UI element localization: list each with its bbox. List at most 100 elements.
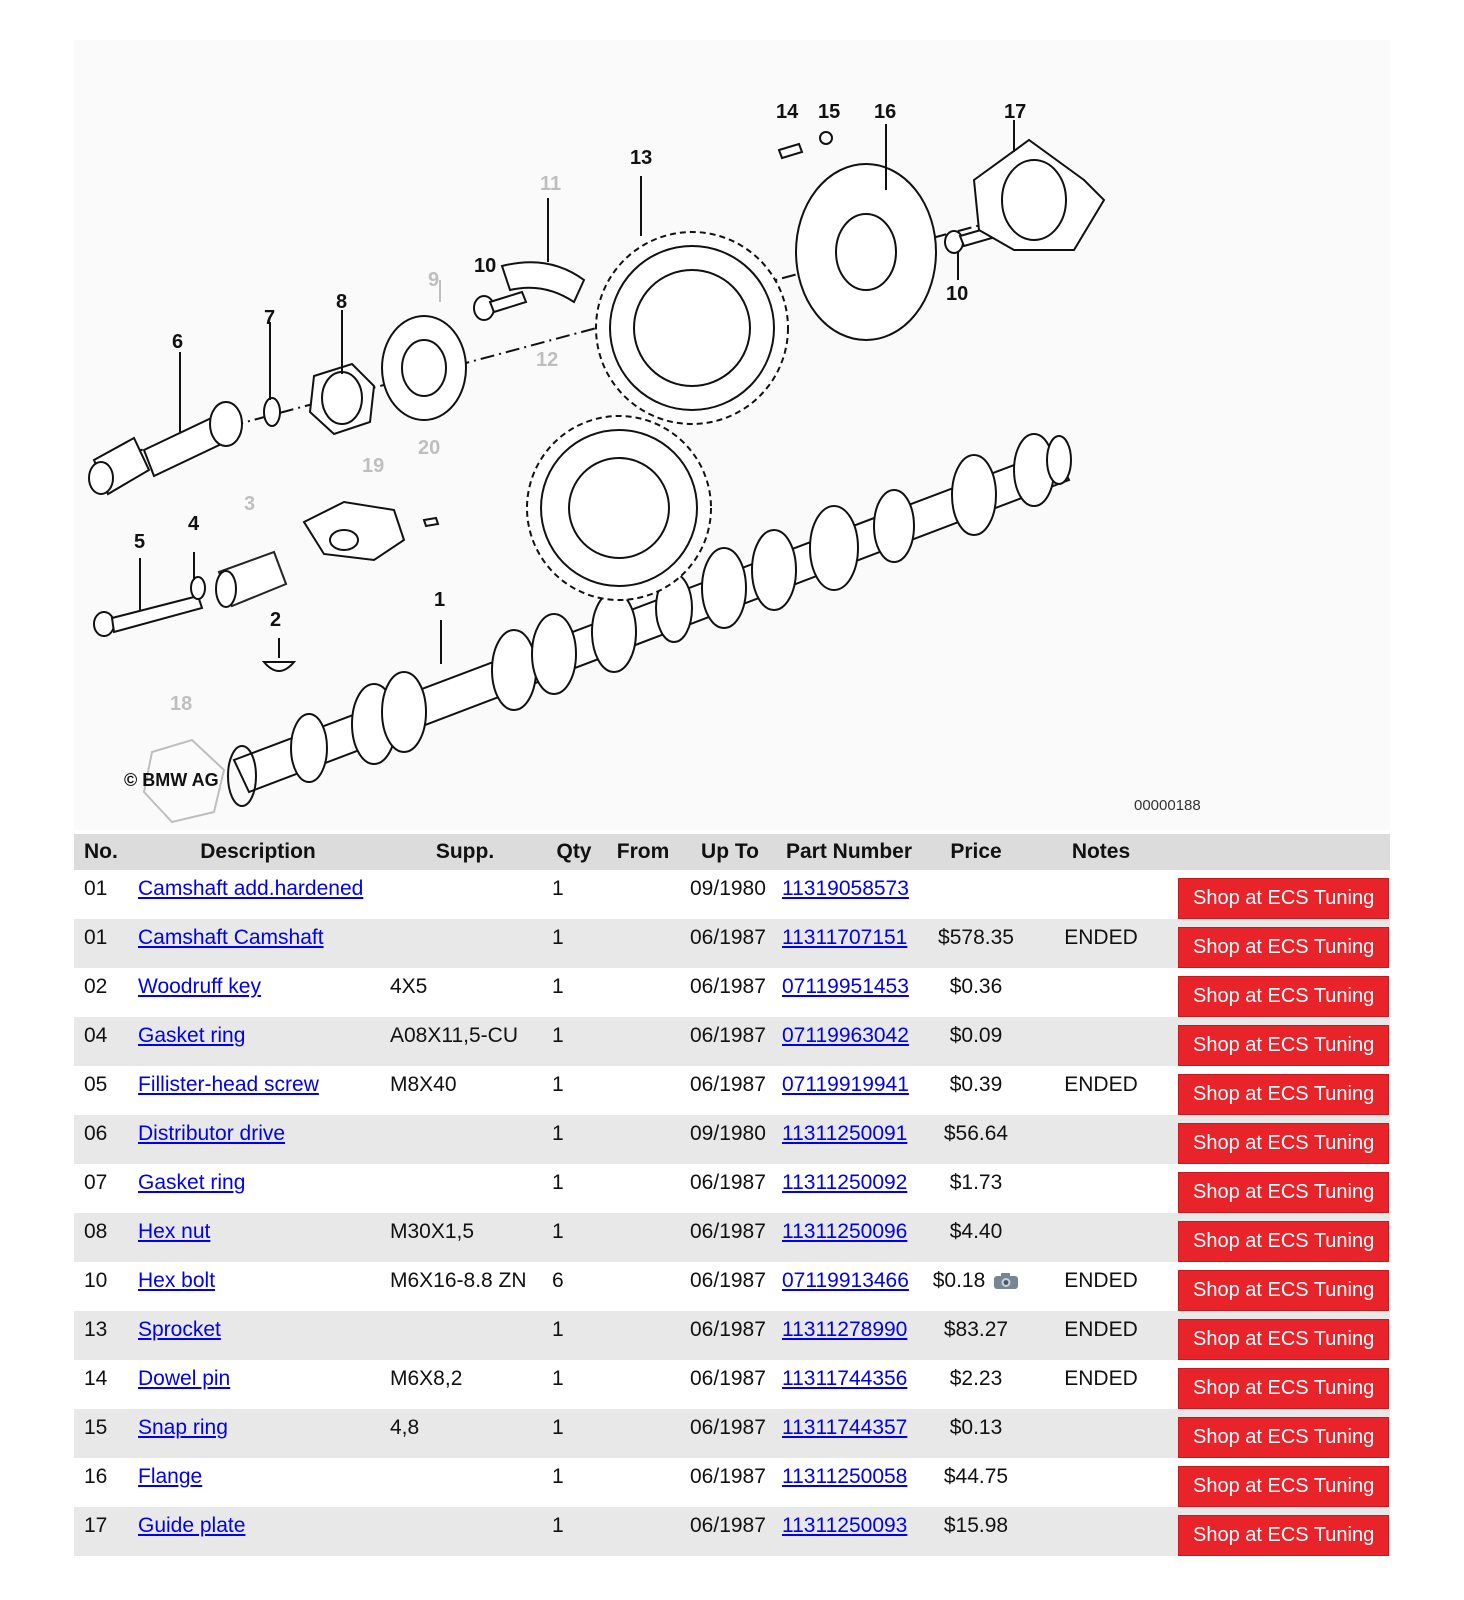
cell-shop: Shop at ECS Tuning <box>1172 1458 1390 1507</box>
part-number-link[interactable]: 11311744356 <box>782 1367 908 1390</box>
cell-supp <box>384 1311 546 1360</box>
cell-qty: 1 <box>546 1458 602 1507</box>
svg-text:12: 12 <box>536 349 558 371</box>
svg-text:8: 8 <box>336 291 347 313</box>
header-notes: Notes <box>1030 834 1172 870</box>
part-number-link[interactable]: 11311250058 <box>782 1465 908 1488</box>
cell-description: Gasket ring <box>132 1164 384 1213</box>
price-value: $578.35 <box>938 926 1014 949</box>
svg-text:14: 14 <box>776 101 799 123</box>
cell-upto: 06/1987 <box>684 919 776 968</box>
cell-shop: Shop at ECS Tuning <box>1172 1507 1390 1556</box>
description-link[interactable]: Gasket ring <box>138 1024 246 1047</box>
shop-ecs-button[interactable]: Shop at ECS Tuning <box>1178 1466 1390 1507</box>
header-supp: Supp. <box>384 834 546 870</box>
shop-ecs-button[interactable]: Shop at ECS Tuning <box>1178 1319 1390 1360</box>
part-number-link[interactable]: 11311250096 <box>782 1220 908 1243</box>
part-number-link[interactable]: 11311250091 <box>782 1122 908 1145</box>
cell-shop: Shop at ECS Tuning <box>1172 1360 1390 1409</box>
part-number-link[interactable]: 11311250093 <box>782 1514 908 1537</box>
part-number-link[interactable]: 07119913466 <box>782 1269 909 1292</box>
part-number-link[interactable]: 07119951453 <box>782 975 909 998</box>
svg-text:2: 2 <box>270 609 281 631</box>
cell-description: Camshaft add.hardened <box>132 870 384 919</box>
shop-ecs-button[interactable]: Shop at ECS Tuning <box>1178 976 1390 1017</box>
cell-from <box>602 968 684 1017</box>
price-value: $2.23 <box>949 1367 1003 1390</box>
cell-notes: ENDED <box>1030 919 1172 968</box>
cell-description: Gasket ring <box>132 1017 384 1066</box>
svg-text:10: 10 <box>474 255 496 277</box>
shop-ecs-button[interactable]: Shop at ECS Tuning <box>1178 1270 1390 1311</box>
part-number-link[interactable]: 07119919941 <box>782 1073 909 1096</box>
cell-part-number: 11311250093 <box>776 1507 922 1556</box>
price-value: $56.64 <box>943 1122 1009 1145</box>
shop-ecs-button[interactable]: Shop at ECS Tuning <box>1178 1172 1390 1213</box>
cell-upto: 06/1987 <box>684 1311 776 1360</box>
cell-from <box>602 1164 684 1213</box>
cell-qty: 1 <box>546 1409 602 1458</box>
description-link[interactable]: Camshaft Camshaft <box>138 926 324 949</box>
shop-ecs-button[interactable]: Shop at ECS Tuning <box>1178 927 1390 968</box>
part-number-link[interactable]: 11319058573 <box>782 877 909 900</box>
header-part-number: Part Number <box>776 834 922 870</box>
cell-shop: Shop at ECS Tuning <box>1172 1262 1390 1311</box>
cell-qty: 1 <box>546 1360 602 1409</box>
cell-qty: 1 <box>546 1115 602 1164</box>
cell-upto: 06/1987 <box>684 1017 776 1066</box>
cell-from <box>602 1409 684 1458</box>
shop-ecs-button[interactable]: Shop at ECS Tuning <box>1178 1368 1390 1409</box>
svg-text:9: 9 <box>428 269 439 291</box>
description-link[interactable]: Hex nut <box>138 1220 211 1243</box>
shop-ecs-button[interactable]: Shop at ECS Tuning <box>1178 1074 1390 1115</box>
cell-description: Sprocket <box>132 1311 384 1360</box>
cell-from <box>602 1017 684 1066</box>
cell-price <box>922 870 1030 919</box>
cell-description: Camshaft Camshaft <box>132 919 384 968</box>
description-link[interactable]: Camshaft add.hardened <box>138 877 364 900</box>
description-link[interactable]: Dowel pin <box>138 1367 231 1390</box>
header-no: No. <box>74 834 132 870</box>
part-number-link[interactable]: 11311278990 <box>782 1318 908 1341</box>
shop-ecs-button[interactable]: Shop at ECS Tuning <box>1178 1417 1390 1458</box>
cell-upto: 06/1987 <box>684 1507 776 1556</box>
cell-from <box>602 919 684 968</box>
description-link[interactable]: Guide plate <box>138 1514 246 1537</box>
shop-ecs-button[interactable]: Shop at ECS Tuning <box>1178 1515 1390 1556</box>
shop-ecs-button[interactable]: Shop at ECS Tuning <box>1178 1221 1390 1262</box>
svg-text:3: 3 <box>244 493 255 515</box>
description-link[interactable]: Snap ring <box>138 1416 228 1439</box>
header-qty: Qty <box>546 834 602 870</box>
part-number-link[interactable]: 07119963042 <box>782 1024 909 1047</box>
description-link[interactable]: Gasket ring <box>138 1171 246 1194</box>
description-link[interactable]: Woodruff key <box>138 975 261 998</box>
cell-description: Distributor drive <box>132 1115 384 1164</box>
cell-no: 01 <box>74 919 132 968</box>
cell-price: $2.23 <box>922 1360 1030 1409</box>
part-number-link[interactable]: 11311250092 <box>782 1171 908 1194</box>
shop-ecs-button[interactable]: Shop at ECS Tuning <box>1178 1025 1390 1066</box>
cell-price: $0.18 <box>922 1262 1030 1311</box>
description-link[interactable]: Flange <box>138 1465 203 1488</box>
description-link[interactable]: Distributor drive <box>138 1122 286 1145</box>
svg-text:20: 20 <box>418 437 440 459</box>
part-number-link[interactable]: 11311707151 <box>782 926 908 949</box>
cell-qty: 1 <box>546 968 602 1017</box>
cell-qty: 1 <box>546 1507 602 1556</box>
cell-notes: ENDED <box>1030 1066 1172 1115</box>
description-link[interactable]: Fillister-head screw <box>138 1073 319 1096</box>
description-link[interactable]: Sprocket <box>138 1318 221 1341</box>
cell-supp: M30X1,5 <box>384 1213 546 1262</box>
cell-no: 06 <box>74 1115 132 1164</box>
shop-ecs-button[interactable]: Shop at ECS Tuning <box>1178 1123 1390 1164</box>
cell-description: Fillister-head screw <box>132 1066 384 1115</box>
shop-ecs-button[interactable]: Shop at ECS Tuning <box>1178 878 1390 919</box>
description-link[interactable]: Hex bolt <box>138 1269 216 1292</box>
part-number-link[interactable]: 11311744357 <box>782 1416 908 1439</box>
camera-icon[interactable] <box>993 1272 1019 1290</box>
